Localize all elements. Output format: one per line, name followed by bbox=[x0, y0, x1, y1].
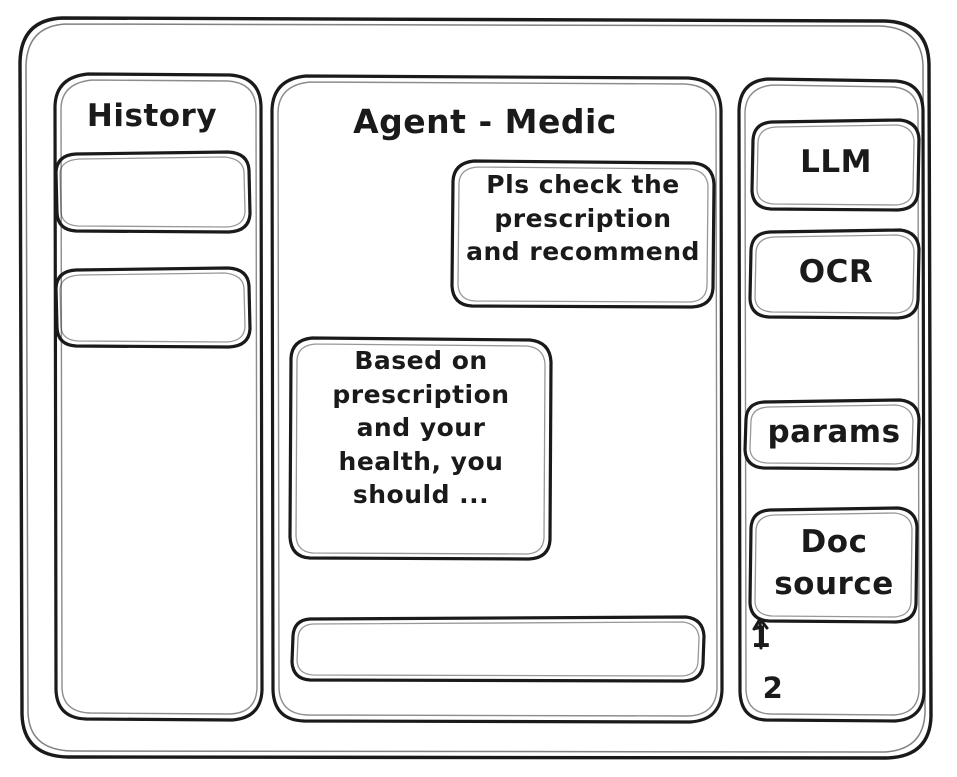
tool-params-button[interactable] bbox=[745, 400, 919, 469]
tool-llm-button[interactable] bbox=[752, 120, 919, 210]
user-message-bubble bbox=[452, 161, 714, 307]
tool-ocr-button[interactable] bbox=[750, 230, 919, 318]
message-input[interactable] bbox=[292, 617, 704, 681]
tool-doc-source-label: Doc source bbox=[774, 524, 894, 602]
agent-message-text: Based on prescription and your health, y… bbox=[332, 346, 510, 509]
history-item-1[interactable] bbox=[56, 152, 250, 232]
doc-source-item-2[interactable] bbox=[752, 666, 812, 708]
user-message-text: Pls check the prescription and recommend bbox=[466, 170, 700, 266]
doc-source-item-2-label: 2 bbox=[762, 671, 784, 705]
doc-source-item-1[interactable] bbox=[744, 616, 804, 658]
tool-doc-source-button[interactable] bbox=[750, 508, 917, 622]
tool-llm-label: LLM bbox=[800, 144, 872, 180]
history-item-2[interactable] bbox=[56, 268, 250, 347]
doc-source-item-1-label: 1 bbox=[750, 620, 772, 654]
sidebar-left-title: History bbox=[86, 98, 218, 134]
agent-message-bubble bbox=[290, 338, 551, 559]
tool-params-label: params bbox=[767, 414, 901, 450]
page-title: Agent - Medic bbox=[353, 102, 617, 141]
tool-ocr-label: OCR bbox=[798, 254, 874, 290]
